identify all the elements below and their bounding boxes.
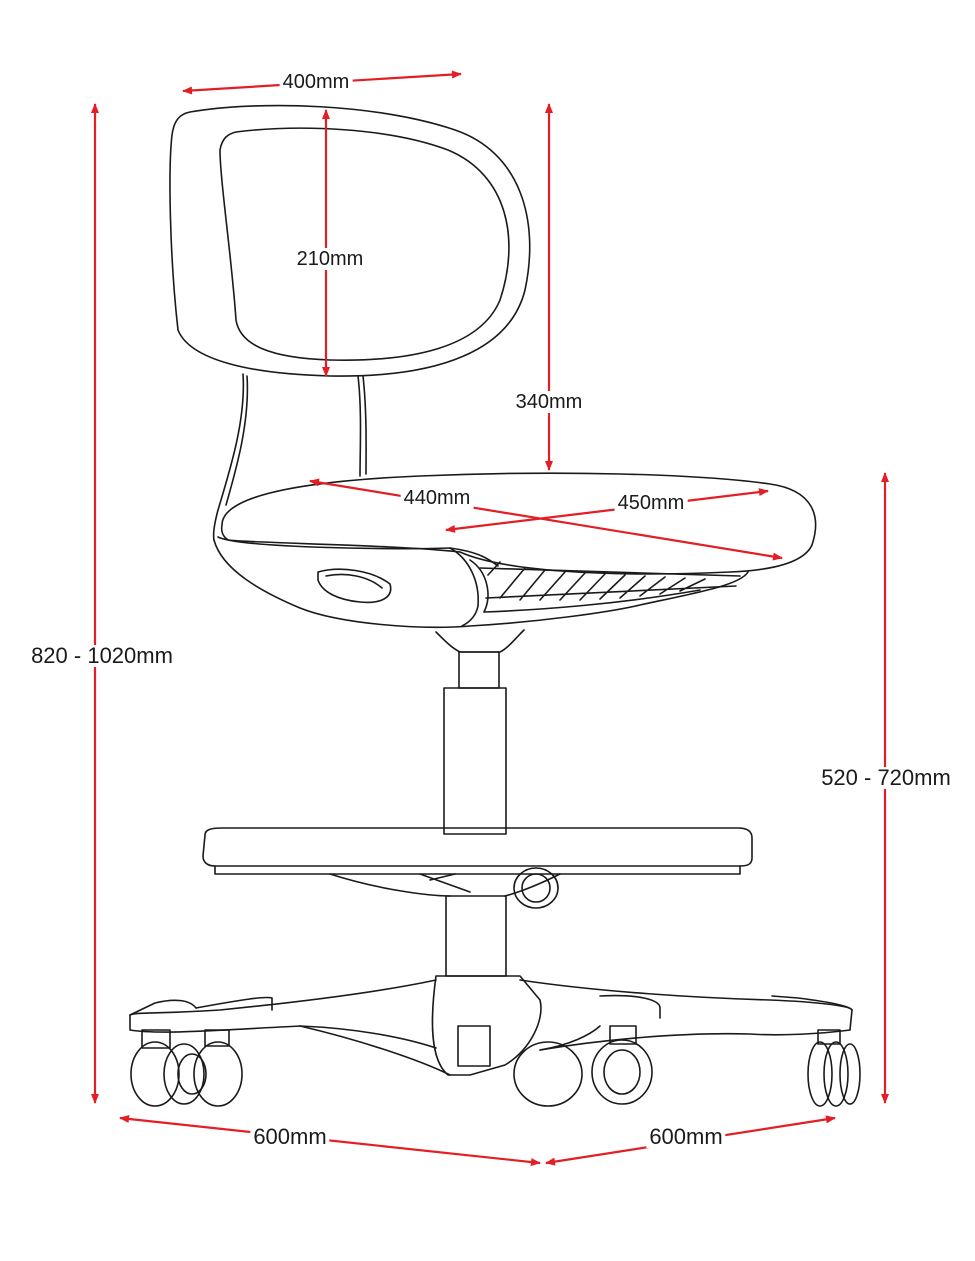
caster-left xyxy=(130,1029,243,1107)
caster-center xyxy=(513,1025,653,1107)
seat-shell-inner xyxy=(469,559,489,613)
column-collar xyxy=(458,651,500,689)
base-arm-right xyxy=(519,979,853,1051)
seat-ribs xyxy=(479,561,741,601)
label-seat-depth: 440mm xyxy=(400,487,474,509)
foot-ring-knob xyxy=(513,867,559,909)
label-total-height: 820 - 1020mm xyxy=(28,645,176,667)
backrest-shell xyxy=(169,104,531,377)
foot-ring-braces xyxy=(329,873,561,897)
label-back-above-seat: 340mm xyxy=(512,391,586,413)
lower-column xyxy=(445,895,507,977)
dim-line-base-left xyxy=(119,1114,541,1167)
foot-ring-under xyxy=(214,865,741,875)
seat-shell-side xyxy=(449,547,479,627)
base-hub xyxy=(431,975,542,1076)
handle-slot xyxy=(317,568,392,604)
base-arm-right-back xyxy=(599,994,661,1019)
label-backrest-height: 210mm xyxy=(293,248,367,270)
label-base-right: 600mm xyxy=(646,1126,726,1148)
seat-top xyxy=(220,472,817,575)
foot-ring-top xyxy=(202,827,753,867)
label-seat-width: 450mm xyxy=(614,492,688,514)
caster-right xyxy=(807,1029,861,1107)
back-post xyxy=(212,373,245,541)
base-center-block xyxy=(457,1025,491,1067)
base-front xyxy=(299,1025,601,1076)
seat-underside xyxy=(213,539,749,628)
label-seat-height: 520 - 720mm xyxy=(818,767,954,789)
label-backrest-width: 400mm xyxy=(279,71,353,93)
seat-mount xyxy=(435,629,525,653)
seat-shell-bottom xyxy=(483,589,701,613)
chair-outline xyxy=(129,104,861,1107)
label-base-left: 600mm xyxy=(250,1126,330,1148)
backrest-cushion xyxy=(219,127,510,361)
handle-slot-inner xyxy=(325,573,383,589)
back-post-inner xyxy=(225,375,249,506)
dim-line-seat-width xyxy=(445,488,769,533)
base-arm-left xyxy=(129,979,437,1049)
foot-ring-knob-inner xyxy=(521,873,551,903)
base-caps xyxy=(129,995,853,1016)
base-arm-left-back xyxy=(195,996,273,1011)
back-post-rear xyxy=(357,375,362,477)
gas-column xyxy=(443,687,507,835)
back-post-rear-2 xyxy=(362,375,367,475)
